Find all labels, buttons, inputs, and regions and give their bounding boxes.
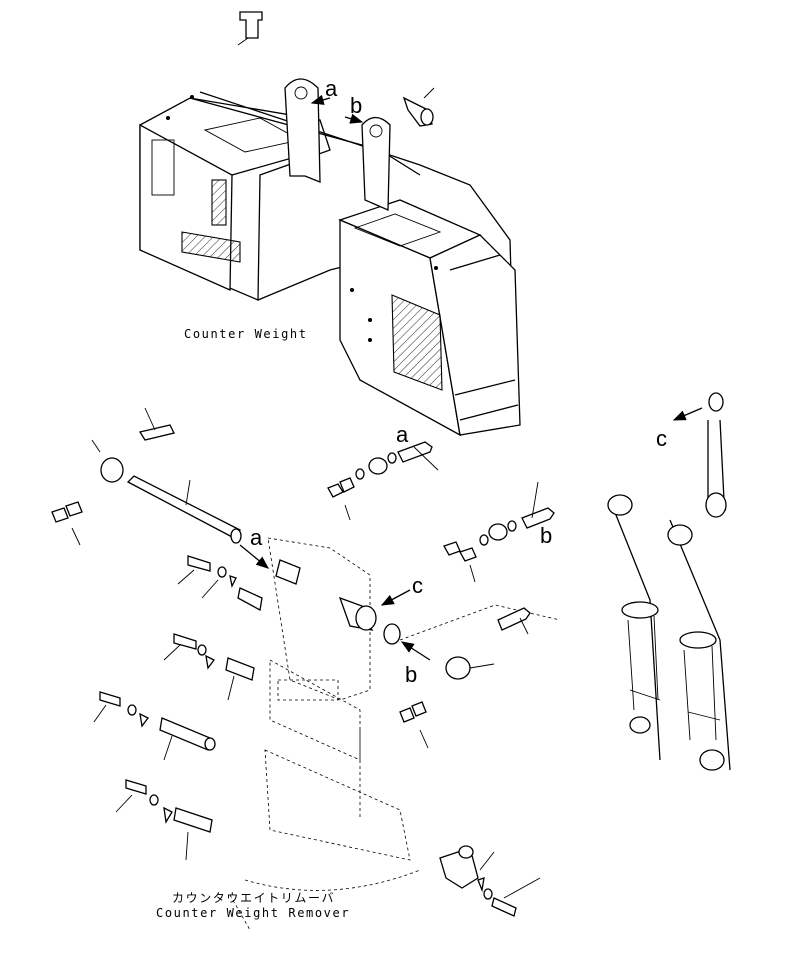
- top-pin-right: [402, 87, 435, 127]
- pin-set-1: [177, 555, 263, 612]
- bottom-pin: [439, 845, 541, 917]
- ref-label-b-top: b: [350, 93, 362, 118]
- top-pin-left: [237, 11, 263, 46]
- ref-label-a-bolt: a: [396, 422, 409, 447]
- caption-remover-jp: カウンタウエイトリムーバ: [172, 891, 335, 905]
- caption-counter-weight: Counter Weight: [184, 327, 308, 341]
- pin-set-2: [163, 633, 255, 701]
- bolt-set-b: [443, 481, 555, 583]
- hydraulic-cylinder: [607, 392, 731, 771]
- shaft-assembly: [51, 407, 242, 546]
- ref-label-b-bolt: b: [540, 523, 552, 548]
- ref-label-c-cylinder: c: [656, 426, 667, 451]
- pin-set-3: [93, 691, 216, 761]
- ref-label-a-top: a: [325, 76, 338, 101]
- counter-weight: [139, 78, 521, 437]
- caption-remover-en: Counter Weight Remover: [156, 906, 350, 920]
- ref-label-c-bracket: c: [412, 573, 423, 598]
- bracket-bolt: [445, 607, 531, 680]
- ref-label-b-bracket: b: [405, 662, 417, 687]
- remover-frame: [229, 537, 561, 931]
- ref-label-a-shaft: a: [250, 525, 263, 550]
- nut-pair-center: [399, 701, 429, 749]
- bolt-set-a: [327, 441, 439, 521]
- pin-set-4: [115, 779, 213, 861]
